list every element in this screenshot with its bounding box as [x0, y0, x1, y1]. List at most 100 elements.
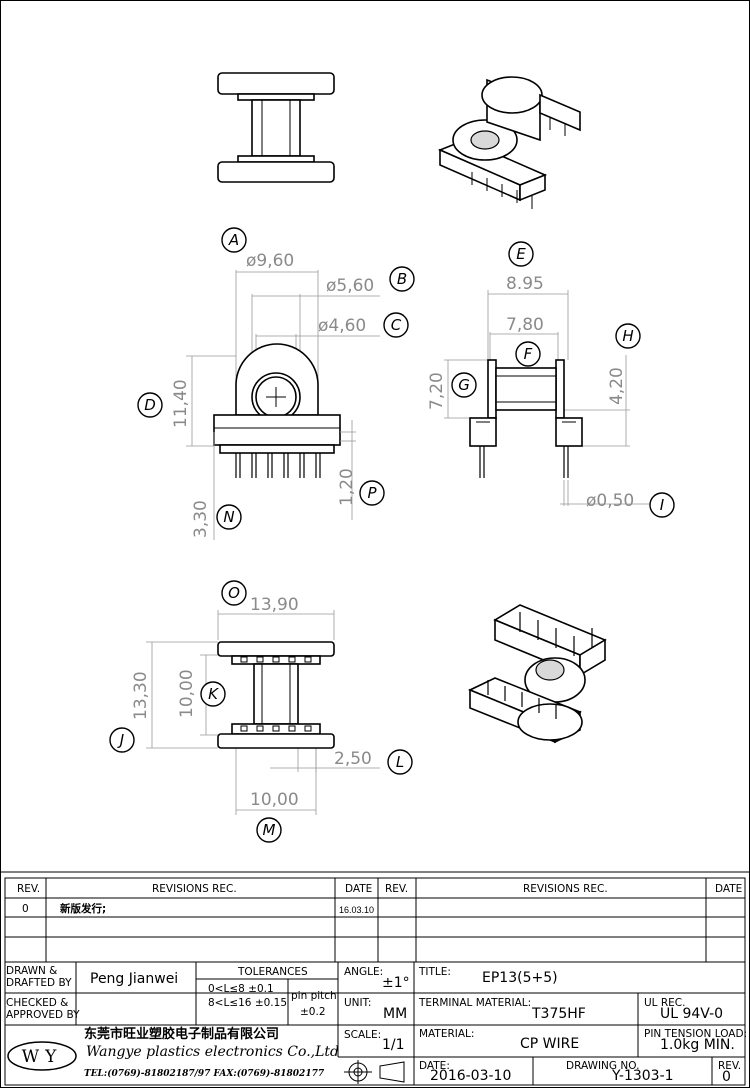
callout-label-M: M: [263, 821, 276, 839]
title-block-grid: [0, 871, 750, 1086]
revision-row-date: 16.03.10: [339, 905, 375, 915]
rev-header-right: REV.: [385, 883, 409, 895]
company-name-en: Wangye plastics electronics Co.,Ltd: [86, 1044, 339, 1060]
logo-text: WY: [22, 1047, 63, 1067]
revisions-header-left: REVISIONS REC.: [152, 883, 237, 895]
top-side-view: [217, 72, 335, 183]
callout-circle-H: [615, 323, 641, 349]
callout-circle-F: [515, 341, 541, 367]
checked-by-label: CHECKED & APPROVED BY: [6, 997, 80, 1021]
callout-circle-L: [387, 749, 413, 775]
rev-label: REV.: [718, 1060, 742, 1072]
unit-label: UNIT:: [344, 997, 372, 1009]
date-header-right: DATE: [715, 883, 743, 895]
dim-L: 2,50: [334, 749, 372, 769]
isometric-view-bottom: [468, 604, 607, 744]
callout-circle-I: [649, 492, 675, 518]
dim-H: 4,20: [607, 367, 627, 405]
dim-D: 11,40: [171, 379, 191, 428]
terminal-material-label: TERMINAL MATERIAL:: [419, 997, 532, 1009]
rev-value: 0: [722, 1069, 731, 1085]
dim-J: 13,30: [131, 671, 151, 720]
tolerance-row-1: 0<L≤8 ±0.1: [208, 983, 274, 995]
angle-label: ANGLE:: [344, 966, 384, 978]
revision-row-rev: 0: [22, 903, 29, 915]
company-contact: TEL:(0769)-81802187/97 FAX:(0769)-818021…: [84, 1069, 325, 1079]
callout-circle-K: [200, 681, 226, 707]
callout-label-J: J: [117, 731, 124, 749]
callout-label-L: L: [396, 753, 404, 771]
dim-E: 8.95: [506, 274, 544, 294]
ul-rec-label: UL REC.: [644, 997, 686, 1009]
callout-label-I: I: [660, 496, 665, 514]
title-value: EP13(5+5): [482, 970, 558, 986]
drawing-no-value: Y-1303-1: [612, 1068, 674, 1084]
date-header-left: DATE: [345, 883, 373, 895]
dim-A: ø9,60: [246, 251, 294, 271]
callout-label-N: N: [223, 508, 234, 526]
projection-symbol-icon: [344, 1060, 405, 1084]
callout-label-H: H: [622, 327, 633, 345]
callout-circle-P: [359, 480, 385, 506]
callout-circle-G: [451, 372, 477, 398]
dim-C: ø4,60: [318, 316, 366, 336]
tolerances-label: TOLERANCES: [238, 966, 308, 978]
terminal-material-value: T375HF: [532, 1006, 586, 1022]
drawn-by-label: DRAWN & DRAFTED BY: [6, 965, 72, 989]
pin-pitch-label: pin pitch: [291, 990, 337, 1002]
pin-tension-value: 1.0kg MIN.: [660, 1037, 735, 1053]
dim-K: 10,00: [177, 669, 197, 718]
callout-label-F: F: [524, 345, 533, 363]
dim-B: ø5,60: [326, 276, 374, 296]
pin-tension-label: PIN TENSION LOAD:: [644, 1028, 748, 1040]
callout-circle-J: [109, 727, 135, 753]
material-label: MATERIAL:: [419, 1028, 475, 1040]
callout-label-D: D: [144, 396, 156, 414]
rev-header-left: REV.: [17, 883, 41, 895]
callout-label-E: E: [516, 245, 526, 263]
drawn-by-value: Peng Jianwei: [90, 971, 179, 987]
callout-circle-A: [221, 227, 247, 253]
callout-label-K: K: [208, 685, 219, 703]
title-label: TITLE:: [419, 966, 451, 978]
callout-label-O: O: [228, 584, 240, 602]
dim-F: 7,80: [506, 315, 544, 335]
dim-O: 13,90: [250, 595, 299, 615]
isometric-view-top: [437, 76, 581, 209]
tolerance-row-2: 8<L≤16 ±0.15: [208, 997, 288, 1009]
callout-circle-N: [216, 504, 242, 530]
callout-circle-B: [389, 266, 415, 292]
material-value: CP WIRE: [520, 1036, 580, 1052]
revisions-header-right: REVISIONS REC.: [523, 883, 608, 895]
angle-value: ±1°: [382, 975, 410, 991]
dim-N: 3,30: [191, 500, 211, 538]
dim-G: 7,20: [427, 372, 447, 410]
callout-label-P: P: [367, 484, 377, 502]
callout-label-G: G: [458, 376, 470, 394]
company-logo: WY: [7, 1041, 77, 1071]
front-view: [186, 270, 380, 540]
callout-label-C: C: [391, 316, 402, 334]
callout-circle-C: [383, 312, 409, 338]
callout-circle-E: [508, 241, 534, 267]
drawing-no-label: DRAWING NO.: [566, 1060, 640, 1072]
dim-P: 1,20: [337, 468, 357, 506]
callout-label-B: B: [397, 270, 407, 288]
company-name-cn: 东莞市旺业塑胶电子制品有限公司: [84, 1027, 280, 1042]
scale-label: SCALE:: [344, 1029, 382, 1041]
pin-pitch-value: ±0.2: [300, 1006, 326, 1018]
bottom-view: [146, 610, 380, 815]
scale-value: 1/1: [382, 1037, 405, 1053]
side-view: [444, 290, 650, 506]
ul-rec-value: UL 94V-0: [660, 1006, 724, 1022]
revision-row-rec: 新版发行;: [60, 903, 107, 915]
callouts: A B C D N P E F G H I O K J L M: [109, 227, 675, 843]
callout-circle-M: [256, 817, 282, 843]
callout-circle-O: [221, 580, 247, 606]
dim-I: ø0,50: [586, 491, 634, 511]
date-value: 2016-03-10: [430, 1068, 512, 1084]
unit-value: MM: [383, 1006, 408, 1022]
callout-label-A: A: [228, 231, 239, 249]
date-label: DATE:: [419, 1060, 450, 1072]
